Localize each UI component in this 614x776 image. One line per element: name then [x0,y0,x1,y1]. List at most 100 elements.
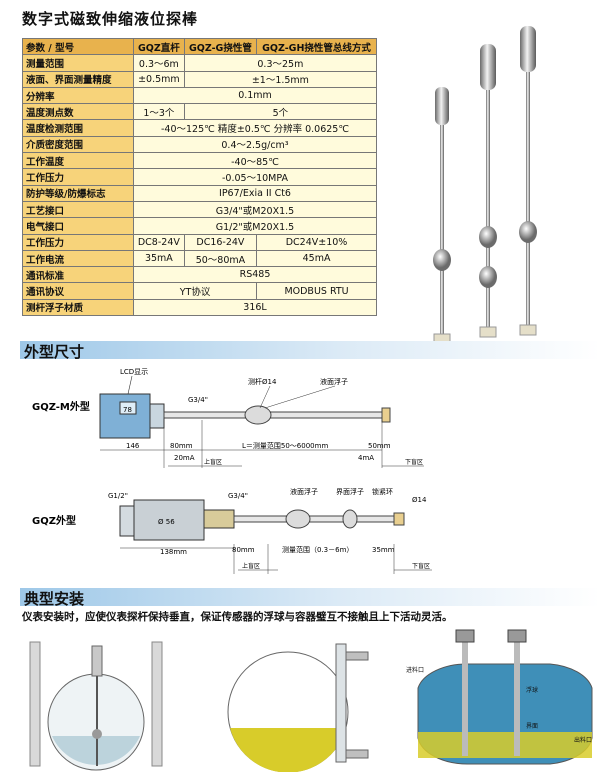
svg-text:4mA: 4mA [358,454,374,462]
svg-text:L＝测量范围50～6000mm: L＝测量范围50～6000mm [242,441,328,450]
row-label: 测杆浮子材质 [22,298,134,317]
row-value: 0.3～6m [133,54,185,72]
row-label: 通讯协议 [22,282,134,300]
table-row: 液面、界面测量精度±0.5mm±1～1.5mm [22,70,378,88]
header-cell: GQZ-GH挠性管总线方式 [256,37,377,56]
row-label: 电气接口 [22,217,134,235]
row-value: 50～80mA [183,249,258,268]
svg-text:Ø14: Ø14 [412,496,427,504]
row-value: YT协议 [132,282,258,300]
row-label: 测量范围 [22,54,134,72]
row-value: RS485 [133,266,377,284]
section-installation: 典型安装 [20,588,600,608]
row-label: 工艺接口 [22,200,134,219]
product-photo [433,26,537,345]
row-label: 通讯标准 [22,266,134,284]
svg-text:G1/2": G1/2" [108,492,128,500]
svg-text:测量范围（0.3－6m）: 测量范围（0.3－6m） [282,545,353,554]
svg-text:80mm: 80mm [170,442,193,450]
header-cell: 参数 / 型号 [22,37,134,56]
row-value: MODBUS RTU [256,282,377,300]
model-label-gqz: GQZ外型 [32,514,76,527]
svg-text:80mm: 80mm [232,546,255,554]
row-value: 45mA [256,249,377,268]
row-label: 工作电流 [22,249,134,268]
row-value: ±1～1.5mm [183,70,378,88]
header-cell: GQZ直杆 [133,37,185,56]
row-value: 0.4～2.5g/cm³ [133,135,377,154]
svg-text:Ø 56: Ø 56 [158,518,175,526]
row-value: IP67/Exia II Ct6 [133,184,377,202]
svg-text:液面浮子: 液面浮子 [320,377,348,386]
header-cell: GQZ-G挠性管 [183,37,258,56]
diagram-gqz: GQZ外型 Ø 56 G1/2" G3/4" 液面浮子 界面浮子 锁紧环 Ø14… [32,487,432,574]
probe-long [519,26,537,336]
section-dimensions: 外型尺寸 [20,341,600,361]
row-label: 工作温度 [22,152,134,170]
row-value: DC24V±10% [256,233,377,251]
row-value: DC16-24V [183,233,258,251]
svg-text:20mA: 20mA [174,454,195,462]
diagram-gqz-m: GQZ-M外型 78 LCD显示 G3/4" 测杆Ø14 液面浮子 146 80… [32,368,424,468]
svg-text:锁紧环: 锁紧环 [372,487,393,496]
svg-text:138mm: 138mm [160,548,187,556]
svg-text:出料口: 出料口 [574,736,592,744]
svg-text:上盲区: 上盲区 [242,562,260,570]
svg-text:50mm: 50mm [368,442,391,450]
svg-text:下盲区: 下盲区 [412,562,430,570]
svg-text:进料口: 进料口 [406,666,424,674]
table-row: 工作温度-40～85℃ [22,152,377,170]
probe-medium [479,44,497,338]
install-diagram-2 [227,643,369,772]
row-label: 工作压力 [22,168,134,186]
svg-text:35mm: 35mm [372,546,395,554]
lcd-label: LCD显示 [120,368,148,376]
row-value: G3/4"或M20X1.5 [133,200,377,219]
svg-text:测杆Ø14: 测杆Ø14 [248,377,277,386]
svg-text:液面浮子: 液面浮子 [290,487,318,496]
table-row: 温度检测范围-40～125℃ 精度±0.5℃ 分辨率 0.0625℃ [22,119,377,137]
row-value: ±0.5mm [133,70,185,88]
row-value: DC8-24V [133,233,185,251]
install-note: 仪表安装时，应使仪表探杆保持垂直，保证传感器的浮球与容器璧互不接触且上下活动灵活… [22,611,453,623]
row-value: -40～85℃ [133,152,377,170]
row-value: 316L [133,298,377,317]
row-label: 介质密度范围 [22,135,134,154]
svg-text:浮球: 浮球 [526,686,538,694]
row-value: -40～125℃ 精度±0.5℃ 分辨率 0.0625℃ [133,119,377,137]
svg-text:界面: 界面 [526,723,538,730]
install-diagram-3: 进料口 出料口 浮球 界面 [406,629,593,765]
row-value: 5个 [183,103,378,121]
table-row: 工作压力-0.05～10MPA [22,168,377,186]
page-title: 数字式磁致伸缩液位探棒 [22,10,199,28]
row-value: -0.05～10MPA [133,168,377,186]
row-label: 分辨率 [22,86,134,105]
row-label: 液面、界面测量精度 [22,70,134,88]
svg-text:146: 146 [126,442,140,450]
row-label: 温度检测范围 [22,119,134,137]
probe-short [433,87,451,345]
install-diagram-1 [29,641,163,771]
row-value: 35mA [133,249,185,268]
svg-text:G3/4": G3/4" [188,396,208,404]
svg-text:界面浮子: 界面浮子 [336,487,364,496]
row-label: 温度测点数 [22,103,134,121]
row-label: 工作压力 [22,233,134,251]
svg-text:下盲区: 下盲区 [405,458,423,466]
svg-text:G3/4": G3/4" [228,492,248,500]
svg-text:上盲区: 上盲区 [204,458,222,466]
